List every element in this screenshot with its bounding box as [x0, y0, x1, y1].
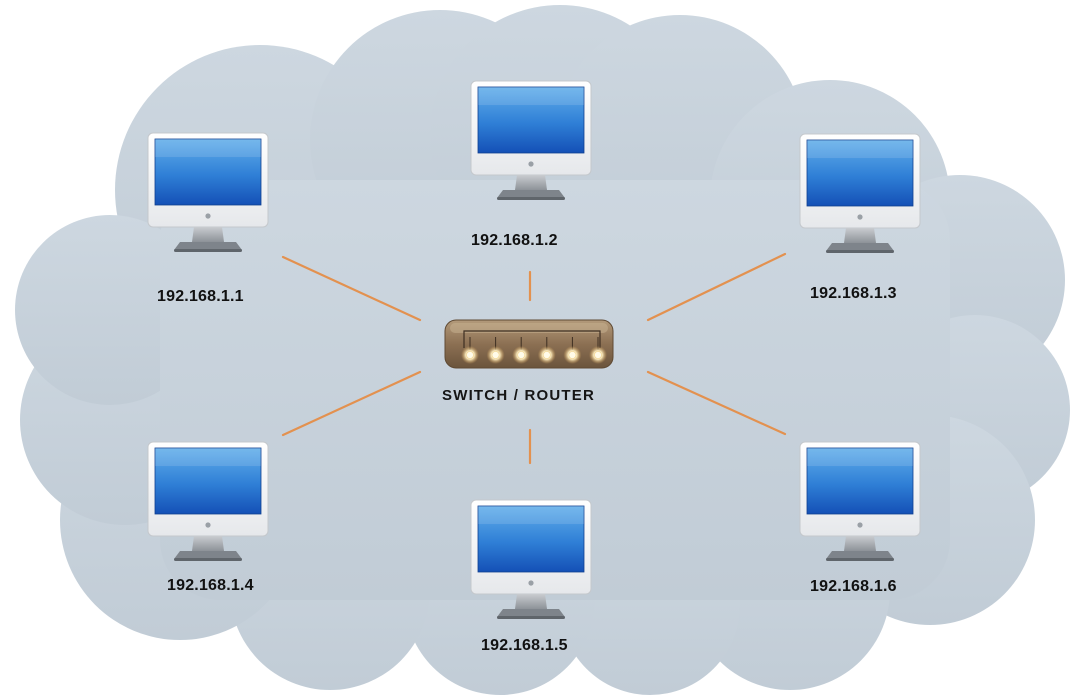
- switch-port-light: [486, 337, 505, 364]
- computer-icon: [798, 132, 922, 254]
- switch-router-label: SWITCH / ROUTER: [442, 387, 595, 404]
- ip-label-pc6: 192.168.1.6: [810, 578, 897, 595]
- connection-lines: [281, 252, 787, 465]
- ip-label-pc2: 192.168.1.2: [471, 232, 558, 249]
- computer-icon: [469, 79, 593, 201]
- ip-label-pc5: 192.168.1.5: [481, 637, 568, 654]
- switch-port-light: [589, 337, 607, 364]
- switch-port-light: [461, 337, 479, 364]
- switch-port-light: [537, 337, 556, 364]
- network-cloud: [15, 5, 1070, 695]
- computer-icon: [146, 440, 270, 562]
- ip-label-pc3: 192.168.1.3: [810, 285, 897, 302]
- link-switch-pc3: [646, 252, 787, 322]
- link-switch-pc1: [281, 255, 422, 322]
- switch-port-light: [512, 337, 531, 364]
- link-switch-pc4: [281, 370, 422, 437]
- computer-icon: [146, 131, 270, 253]
- link-switch-pc6: [646, 370, 787, 436]
- ip-label-pc1: 192.168.1.1: [157, 288, 244, 305]
- switch-router-icon: [444, 319, 614, 369]
- ip-label-pc4: 192.168.1.4: [167, 577, 254, 594]
- switch-port-light: [563, 337, 582, 364]
- computer-icon: [469, 498, 593, 620]
- computer-icon: [798, 440, 922, 562]
